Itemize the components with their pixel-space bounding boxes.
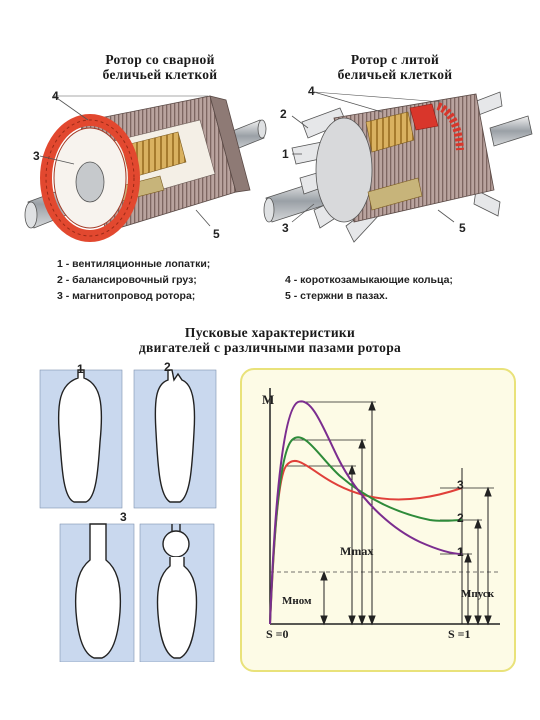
torque-curve-2 (269, 436, 463, 625)
slot-shape-3b (139, 523, 215, 662)
welded-rotor-title-line1: Ротор со сварной (105, 52, 215, 67)
slot-label-3: 3 (120, 510, 127, 524)
s0-label: S =0 (266, 627, 289, 641)
slot-shape-1 (39, 369, 123, 509)
curve-label-3: 3 (457, 478, 464, 492)
legend-right: 4 - короткозамыкающие кольца; 5 - стержн… (285, 272, 453, 304)
slot-label-2: 2 (164, 360, 171, 374)
slot-shape-2 (133, 369, 217, 509)
legend-left: 1 - вентиляционные лопатки; 2 - балансир… (57, 256, 210, 304)
section2-title-line2: двигателей с различными пазами ротора (138, 340, 402, 355)
cast-rotor-title: Ротор с литой беличьей клеткой (305, 52, 485, 82)
m-max-label: Mmax (340, 544, 374, 558)
curve-label-2: 2 (457, 511, 464, 525)
cast-callout-2: 2 (280, 107, 287, 121)
section2-title-line1: Пусковые характеристики (184, 325, 356, 340)
rotor-slot-shapes (39, 369, 217, 662)
section2-title: Пусковые характеристики двигателей с раз… (70, 325, 470, 355)
torque-curve-1 (269, 400, 463, 625)
legend-item-5: 5 - стержни в пазах. (285, 290, 388, 302)
short-circuit-ring (40, 114, 140, 242)
cast-callout-3: 3 (282, 221, 289, 235)
slot-label-1: 1 (77, 362, 84, 376)
rotor-core (315, 93, 495, 223)
cast-rotor-title-line1: Ротор с литой (350, 52, 440, 67)
nominal-torque-arrow (320, 570, 328, 626)
welded-rotor-title: Ротор со сварной беличьей клеткой (70, 52, 250, 82)
welded-callout-4: 4 (52, 89, 59, 103)
welded-rotor-illustration (24, 95, 267, 242)
m-nom-label: Mном (282, 595, 312, 607)
start-torque-arrows (464, 486, 492, 626)
m-start-label: Mпуск (461, 588, 495, 600)
cast-rotor-illustration (263, 91, 533, 243)
cast-callout-4: 4 (308, 84, 315, 98)
cast-callout-1: 1 (282, 147, 289, 161)
torque-chart (269, 388, 500, 626)
welded-rotor-title-line2: беличьей клеткой (102, 67, 218, 82)
slot-shape-3a (59, 523, 135, 662)
legend-item-1: 1 - вентиляционные лопатки; (57, 258, 211, 270)
y-axis-label: M (262, 392, 275, 407)
legend-item-2: 2 - балансировочный груз; (57, 274, 197, 286)
curve-label-1: 1 (457, 545, 464, 559)
max-torque-arrows (348, 400, 376, 626)
cast-rotor-title-line2: беличьей клеткой (337, 67, 453, 82)
cast-callout-5: 5 (459, 221, 466, 235)
legend-item-4: 4 - короткозамыкающие кольца; (285, 274, 453, 286)
welded-callout-5: 5 (213, 227, 220, 241)
legend-item-3: 3 - магнитопровод ротора; (57, 290, 196, 302)
s1-label: S =1 (448, 627, 471, 641)
welded-callout-3: 3 (33, 149, 40, 163)
